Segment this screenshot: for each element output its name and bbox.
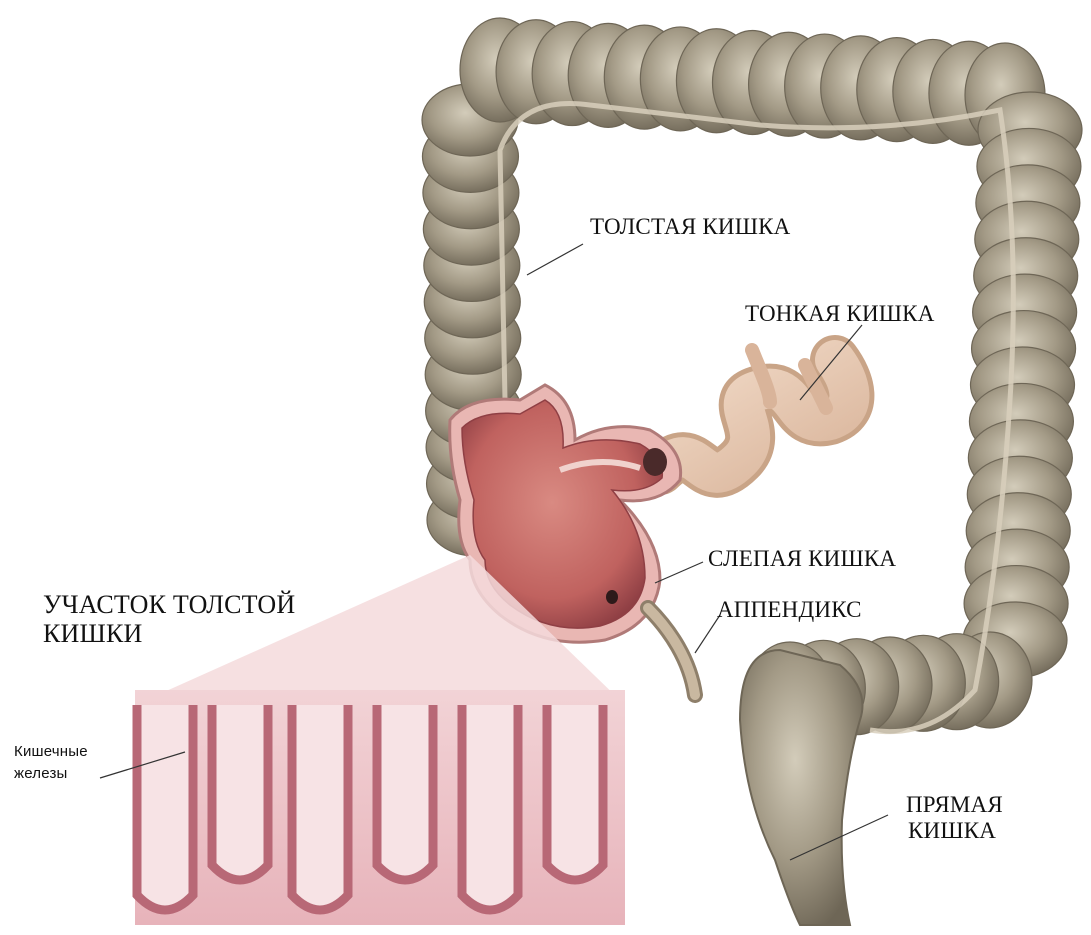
mucosa-section <box>135 690 625 925</box>
label-glands-line1: Кишечные <box>14 742 88 761</box>
intestinal-gland <box>137 705 193 910</box>
intestinal-gland <box>547 705 603 880</box>
leader-large-intestine <box>527 244 583 275</box>
intestinal-gland <box>377 705 433 880</box>
intestinal-gland <box>292 705 348 910</box>
label-large-intestine: ТОЛСТАЯ КИШКА <box>590 214 790 240</box>
intestinal-gland <box>212 705 268 880</box>
label-section-line2: КИШКИ <box>43 619 142 649</box>
label-appendix: АППЕНДИКС <box>717 597 862 623</box>
label-rectum-line2: КИШКА <box>908 818 996 844</box>
rectum <box>740 650 863 925</box>
intestinal-gland <box>462 705 518 910</box>
label-rectum-line1: ПРЯМАЯ <box>906 792 1003 818</box>
leader-cecum <box>655 562 703 583</box>
label-cecum: СЛЕПАЯ КИШКА <box>708 546 896 572</box>
small-intestine <box>660 350 849 473</box>
label-glands-line2: железы <box>14 764 68 783</box>
label-section-line1: УЧАСТОК ТОЛСТОЙ <box>43 590 295 620</box>
label-small-intestine: ТОНКАЯ КИШКА <box>745 301 935 327</box>
